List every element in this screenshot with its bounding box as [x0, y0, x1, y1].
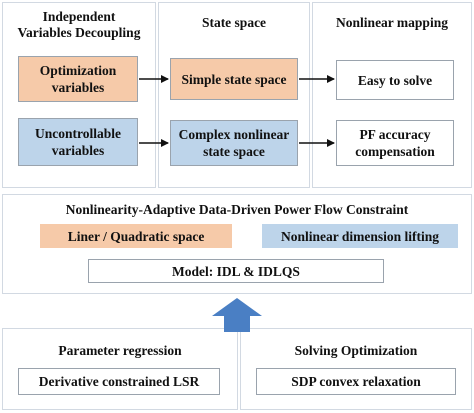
box-pf-accuracy-compensation: PF accuracy compensation — [336, 120, 454, 166]
box-sdp-convex-relaxation: SDP convex relaxation — [256, 368, 456, 395]
box-simple-state-space: Simple state space — [170, 58, 298, 100]
panel-title-variables-decoupling: Independent Variables Decoupling — [17, 9, 141, 40]
box-derivative-constrained-lsr: Derivative constrained LSR — [18, 368, 220, 395]
panel-title-power-flow-constraint: Nonlinearity-Adaptive Data-Driven Power … — [65, 202, 409, 217]
panel-title-nonlinear-mapping: Nonlinear mapping — [336, 15, 448, 30]
panel-title-parameter-regression: Parameter regression — [58, 343, 182, 358]
box-uncontrollable-variables: Uncontrollable variables — [18, 118, 138, 166]
box-easy-to-solve: Easy to solve — [336, 60, 454, 100]
up-arrow-block — [212, 298, 262, 332]
box-liner-quadratic-space: Liner / Quadratic space — [40, 224, 232, 248]
box-complex-nonlinear-state-space: Complex nonlinear state space — [170, 120, 298, 166]
panel-title-state-space: State space — [201, 15, 267, 30]
box-nonlinear-dimension-lifting: Nonlinear dimension lifting — [262, 224, 458, 248]
panel-title-solving-optimization: Solving Optimization — [294, 343, 418, 358]
box-model-idl-idlqs: Model: IDL & IDLQS — [88, 259, 384, 283]
box-optimization-variables: Optimization variables — [18, 56, 138, 102]
